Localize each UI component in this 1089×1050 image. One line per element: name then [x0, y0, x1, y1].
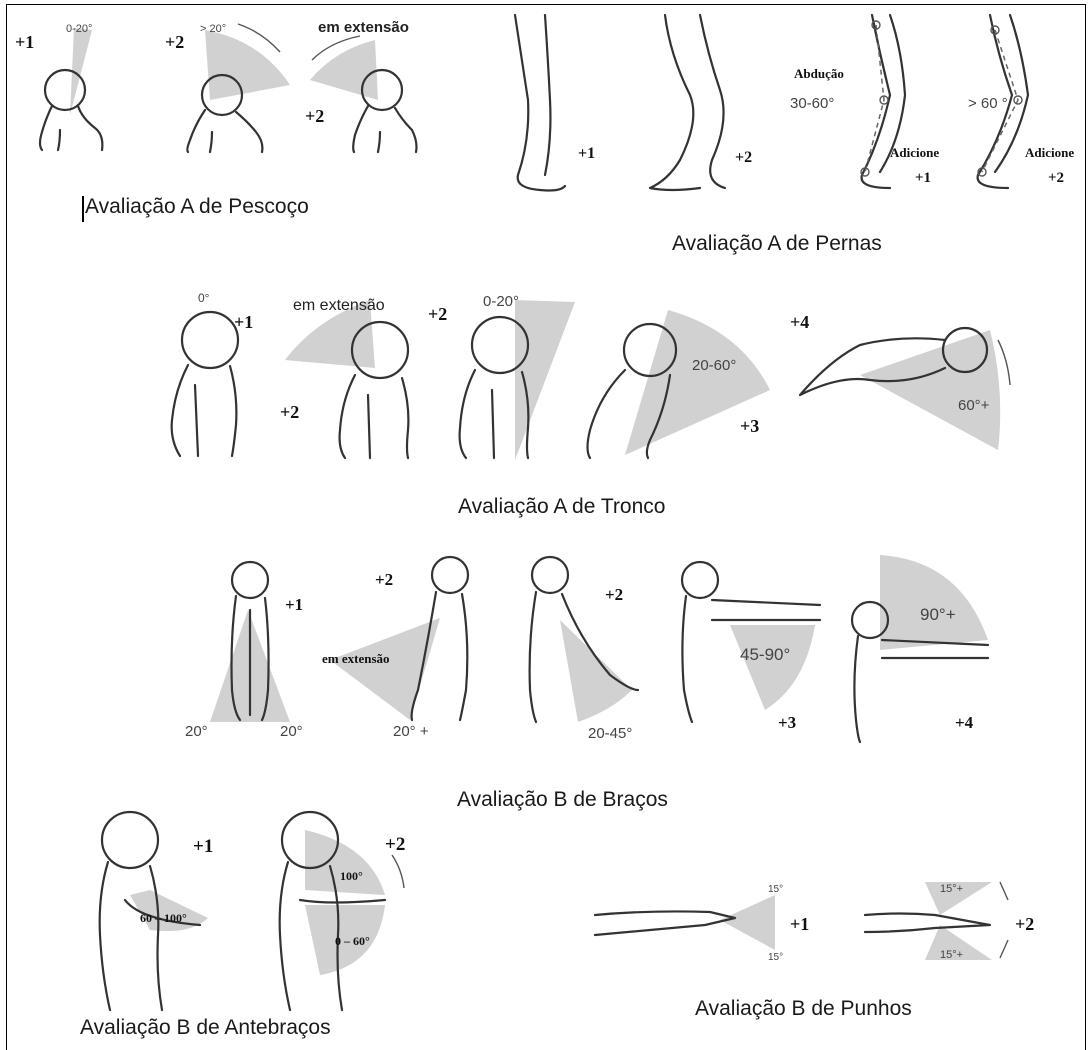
arm-score-2b: +2 [605, 585, 623, 604]
legs-figure-1 [515, 15, 565, 191]
neck-figure-3 [310, 36, 417, 152]
trunk-extension-label: em extensão [293, 297, 385, 314]
arm-angle-20-45: 20-45° [588, 725, 632, 742]
trunk-figure-3 [460, 300, 575, 460]
legs-score-1: +1 [578, 145, 595, 162]
legs-figure-3 [861, 15, 905, 188]
neck-score-2: +2 [165, 32, 184, 52]
legs-abduction-label: Abdução [794, 66, 844, 81]
wrist-figure-1 [595, 895, 775, 950]
arm-score-2a: +2 [375, 570, 393, 589]
arm-angle-45-90: 45-90° [740, 645, 790, 664]
neck-angle-2: > 20° [200, 23, 226, 35]
caption-antebracos: Avaliação B de Antebraços [80, 1016, 331, 1040]
neck-figure-1 [40, 28, 102, 150]
trunk-figure-5 [800, 328, 1010, 450]
trunk-score-2b: +2 [428, 304, 447, 324]
neck-score-3: +2 [305, 106, 324, 126]
trunk-figure-1 [172, 312, 238, 456]
trunk-angle-3: 60°+ [958, 397, 990, 414]
forearm-angle-100: 100° [340, 869, 363, 883]
caption-pescoco: Avaliação A de Pescoço [85, 195, 309, 219]
trunk-score-2a: +2 [280, 402, 299, 422]
neck-angle-1: 0-20° [66, 23, 92, 35]
neck-figure-2 [187, 24, 290, 152]
arm-score-4: +4 [955, 713, 974, 732]
wrist-score-2: +2 [1015, 914, 1034, 934]
forearm-angle-0-60: 0 – 60° [335, 934, 370, 948]
trunk-figure-2 [285, 300, 408, 458]
trunk-score-4: +4 [790, 312, 809, 332]
trunk-score-3: +3 [740, 416, 759, 436]
forearm-angle-60-100: 60 – 100° [140, 911, 187, 925]
arm-extension-label: em extensão [322, 651, 390, 666]
trunk-score-1: +1 [234, 312, 253, 332]
wrist-angle-up15: 15° [768, 884, 783, 895]
legs-add-score-1: +1 [915, 170, 931, 186]
legs-angle-2: > 60 ° [968, 95, 1008, 112]
wrist-angle-down15plus: 15°+ [940, 949, 963, 961]
trunk-angle-0: 0° [198, 291, 210, 305]
wrist-angle-up15plus: 15°+ [940, 883, 963, 895]
arm-angle-20plus: 20° + [393, 723, 429, 740]
wrist-score-1: +1 [790, 914, 809, 934]
neck-score-1: +1 [15, 32, 34, 52]
text-cursor [82, 196, 84, 222]
arm-score-1: +1 [285, 595, 303, 614]
trunk-angle-2: 20-60° [692, 357, 736, 374]
caption-tronco: Avaliação A de Tronco [458, 495, 665, 519]
trunk-angle-1: 0-20° [483, 293, 519, 310]
arm-angle-right20: 20° [280, 723, 303, 740]
arm-angle-left20: 20° [185, 723, 208, 740]
neck-extension-label: em extensão [318, 19, 409, 36]
arm-figure-4 [682, 562, 820, 722]
caption-pernas: Avaliação A de Pernas [672, 232, 882, 256]
caption-punhos: Avaliação B de Punhos [695, 997, 912, 1021]
forearm-score-1: +1 [193, 836, 213, 857]
arm-figure-3 [530, 557, 638, 722]
legs-add-label-2: Adicione [1025, 145, 1074, 160]
forearm-score-2: +2 [385, 834, 405, 855]
legs-figure-2 [650, 15, 725, 190]
arm-score-3: +3 [778, 713, 796, 732]
arm-figure-1 [210, 562, 290, 722]
legs-add-label-1: Adicione [890, 145, 939, 160]
wrist-angle-down15: 15° [768, 952, 783, 963]
caption-bracos: Avaliação B de Braços [457, 788, 668, 812]
arm-angle-90plus: 90°+ [920, 605, 956, 624]
legs-add-score-2: +2 [1048, 170, 1064, 186]
legs-score-2: +2 [735, 149, 752, 166]
legs-angle-1: 30-60° [790, 95, 834, 112]
arm-figure-2 [330, 557, 468, 720]
wrist-figure-2 [865, 882, 1008, 960]
